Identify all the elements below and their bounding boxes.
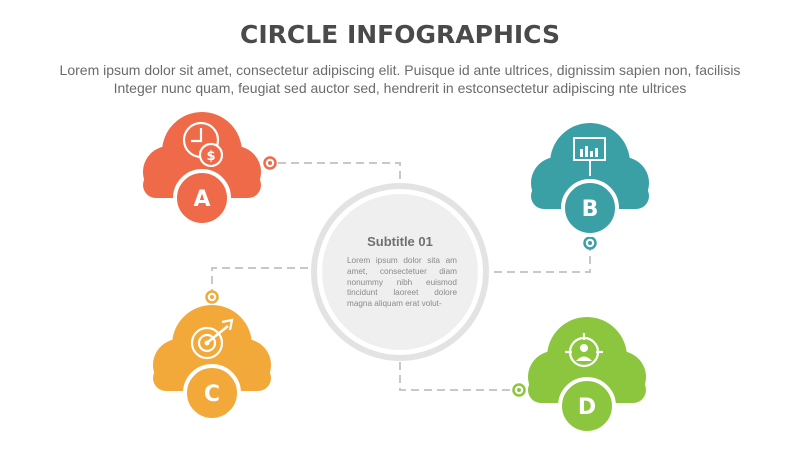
step-letter-c: C [204, 382, 220, 407]
center-body-text: Lorem ipsum dolor sita am amet, consecte… [347, 256, 457, 309]
connectors [211, 162, 591, 391]
page-title: CIRCLE INFOGRAPHICS [240, 20, 560, 49]
badge-c: C [183, 364, 241, 422]
connector-b [490, 243, 591, 273]
cloud-c [153, 305, 271, 391]
subtitle-line-1: Lorem ipsum dolor sit amet, consectetur … [59, 62, 741, 78]
badge-a: A [173, 169, 231, 227]
connector-a [278, 162, 401, 183]
connector-c [211, 267, 310, 297]
badge-d: D [558, 377, 616, 435]
center-subtitle: Subtitle 01 [367, 234, 433, 249]
subtitle-line-2: Integer nunc quam, feugiat sed auctor se… [113, 80, 687, 96]
badge-b: B [561, 179, 619, 237]
center-circle [311, 183, 489, 361]
target-arrow-icon [190, 318, 234, 360]
connector-dots [205, 156, 597, 397]
step-letter-b: B [582, 197, 599, 222]
chart-presentation-icon [573, 137, 606, 176]
svg-text:$: $ [206, 149, 215, 164]
connector-d [399, 362, 515, 391]
crosshair-person-icon [565, 333, 603, 368]
step-letter-d: D [578, 395, 596, 420]
step-letter-a: A [193, 187, 210, 212]
clock-dollar-icon: $ [182, 121, 224, 168]
